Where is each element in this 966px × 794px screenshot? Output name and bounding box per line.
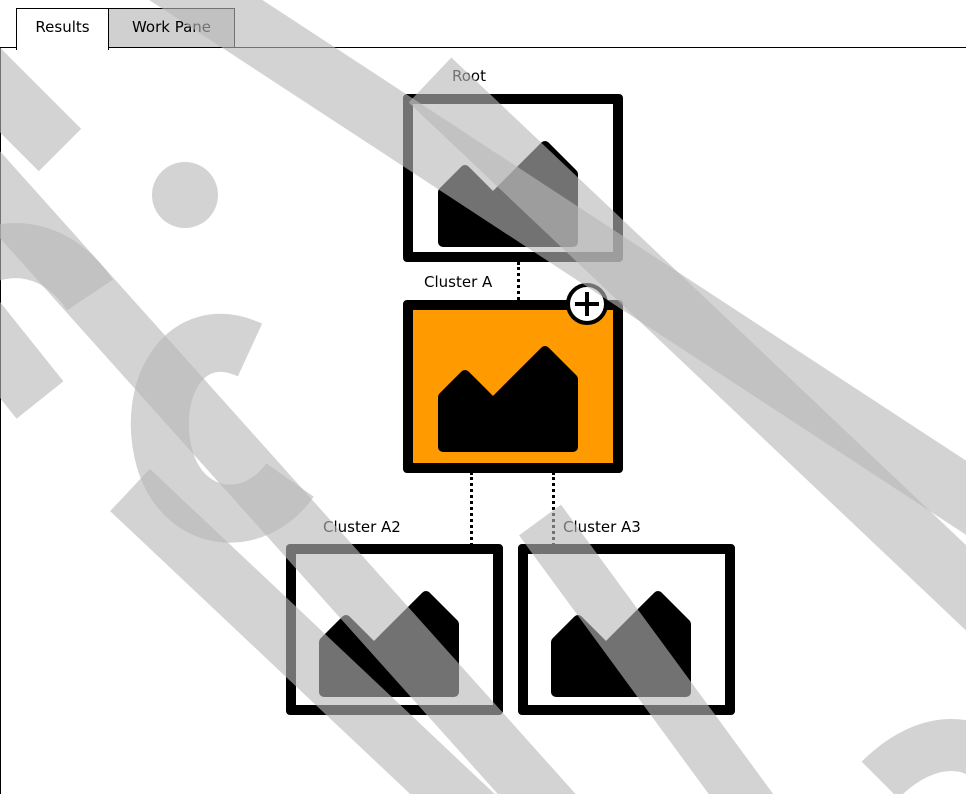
tab-work-pane[interactable]: Work Pane	[108, 8, 235, 48]
node-cluster-a3[interactable]	[518, 544, 735, 715]
expand-plus-icon[interactable]	[565, 282, 609, 326]
node-label-cluster-a: Cluster A	[424, 273, 493, 291]
tab-results[interactable]: Results	[16, 8, 109, 50]
node-label-cluster-a3: Cluster A3	[563, 518, 641, 536]
connector-root-cluster-a	[517, 262, 520, 300]
node-label-root: Root	[452, 67, 486, 85]
node-label-cluster-a2: Cluster A2	[323, 518, 401, 536]
node-root[interactable]	[403, 94, 623, 262]
image-icon	[551, 591, 691, 697]
tab-strip: Results Work Pane	[0, 0, 966, 50]
image-icon	[438, 346, 578, 452]
connector-cluster-a-a2	[470, 472, 473, 546]
image-icon	[319, 591, 459, 697]
image-icon	[438, 141, 578, 247]
node-cluster-a2[interactable]	[286, 544, 503, 715]
connector-cluster-a-a3	[552, 472, 555, 546]
